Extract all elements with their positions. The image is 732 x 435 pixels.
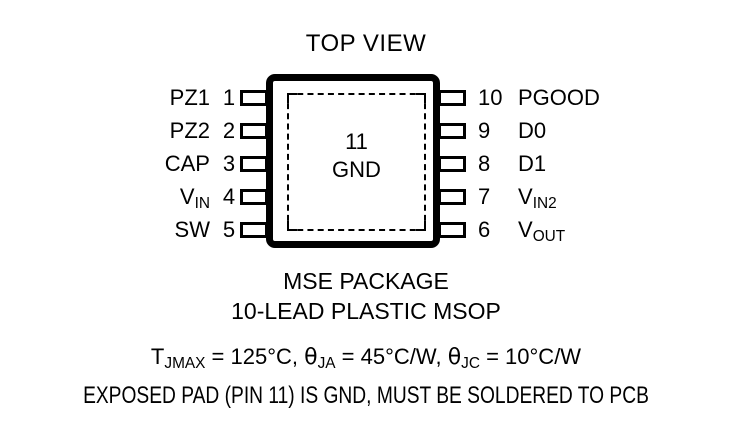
theta-ja-value: = 45°C/W, — [335, 344, 448, 369]
pin-name-text: PZ2 — [169, 118, 210, 143]
thermal-spec-caption: TJMAX = 125°C, θJA = 45°C/W, θJC = 10°C/… — [0, 344, 732, 372]
pin-number-2: 2 — [222, 118, 236, 143]
pad-corner-notch-top-left — [287, 93, 297, 103]
lead-pin-9 — [438, 123, 466, 139]
pin-name-text: CAP — [164, 151, 210, 176]
tjmax-subscript: JMAX — [164, 355, 206, 372]
pin-name-vin: VIN — [179, 184, 210, 213]
theta-jc-subscript: JC — [461, 355, 480, 372]
pin-name-subscript: IN — [194, 195, 210, 212]
exposed-pad-outline — [287, 93, 426, 231]
theta-jc-symbol: θ — [447, 345, 462, 370]
pin-name-vout: VOUT — [518, 217, 566, 246]
package-name-caption: MSE PACKAGE — [283, 268, 449, 294]
pin-name-text: PZ1 — [169, 85, 210, 110]
pin-number-5: 5 — [222, 217, 236, 242]
pin-number-4: 4 — [222, 184, 236, 209]
pin-name-subscript: IN2 — [532, 195, 557, 212]
exposed-pad-label: 11 GND — [287, 128, 426, 184]
pin-number-7: 7 — [478, 184, 491, 209]
pin-name-text: V — [518, 184, 533, 209]
theta-ja-symbol: θ — [304, 345, 318, 370]
pin-name-pz2: PZ2 — [170, 120, 210, 145]
lead-pin-2 — [240, 123, 268, 139]
pin-name-text: D1 — [518, 151, 547, 176]
lead-pin-5 — [240, 222, 268, 238]
pin-name-sw: SW — [175, 219, 210, 244]
pin-name-text: V — [179, 184, 195, 209]
theta-jc-value: = 10°C/W — [479, 344, 582, 369]
pin-number-3: 3 — [222, 151, 236, 176]
pin-name-d1: D1 — [518, 153, 546, 178]
lead-pin-7 — [438, 189, 466, 205]
pin-name-pz1: PZ1 — [170, 87, 210, 112]
pin-name-text: D0 — [518, 118, 547, 143]
exposed-pad-net-name: GND — [332, 157, 381, 182]
pin-name-text: V — [518, 217, 533, 242]
pin-number-10: 10 — [478, 85, 503, 110]
pin-name-text: PGOOD — [518, 85, 600, 110]
lead-pin-4 — [240, 189, 268, 205]
tjmax-symbol: T — [150, 344, 165, 369]
pin-name-vin2: VIN2 — [518, 184, 557, 213]
lead-pin-8 — [438, 156, 466, 172]
pad-corner-notch-bottom-right — [416, 221, 426, 231]
pin-number-1: 1 — [222, 85, 236, 110]
pin-name-subscript: OUT — [532, 228, 566, 245]
pin-name-d0: D0 — [518, 120, 546, 145]
lead-pin-1 — [240, 90, 268, 106]
lead-pin-10 — [438, 90, 466, 106]
pin-number-6: 6 — [478, 217, 491, 242]
pin-name-pgood: PGOOD — [518, 87, 600, 112]
page-title: TOP VIEW — [305, 30, 427, 57]
exposed-pad-number: 11 — [345, 129, 368, 154]
tjmax-value: = 125°C, — [205, 344, 305, 369]
theta-ja-subscript: JA — [317, 355, 336, 372]
pin-name-cap: CAP — [165, 153, 210, 178]
exposed-pad-note-caption: EXPOSED PAD (PIN 11) IS GND, MUST BE SOL… — [83, 382, 649, 409]
pad-corner-notch-bottom-left — [287, 221, 297, 231]
lead-pin-6 — [438, 222, 466, 238]
lead-pin-3 — [240, 156, 268, 172]
pin-number-8: 8 — [478, 151, 491, 176]
lead-count-caption: 10-LEAD PLASTIC MSOP — [231, 298, 501, 324]
pin-name-text: SW — [174, 217, 210, 242]
pin-number-9: 9 — [478, 118, 491, 143]
pad-corner-notch-top-right — [416, 93, 426, 103]
package-body-outline — [266, 74, 440, 248]
